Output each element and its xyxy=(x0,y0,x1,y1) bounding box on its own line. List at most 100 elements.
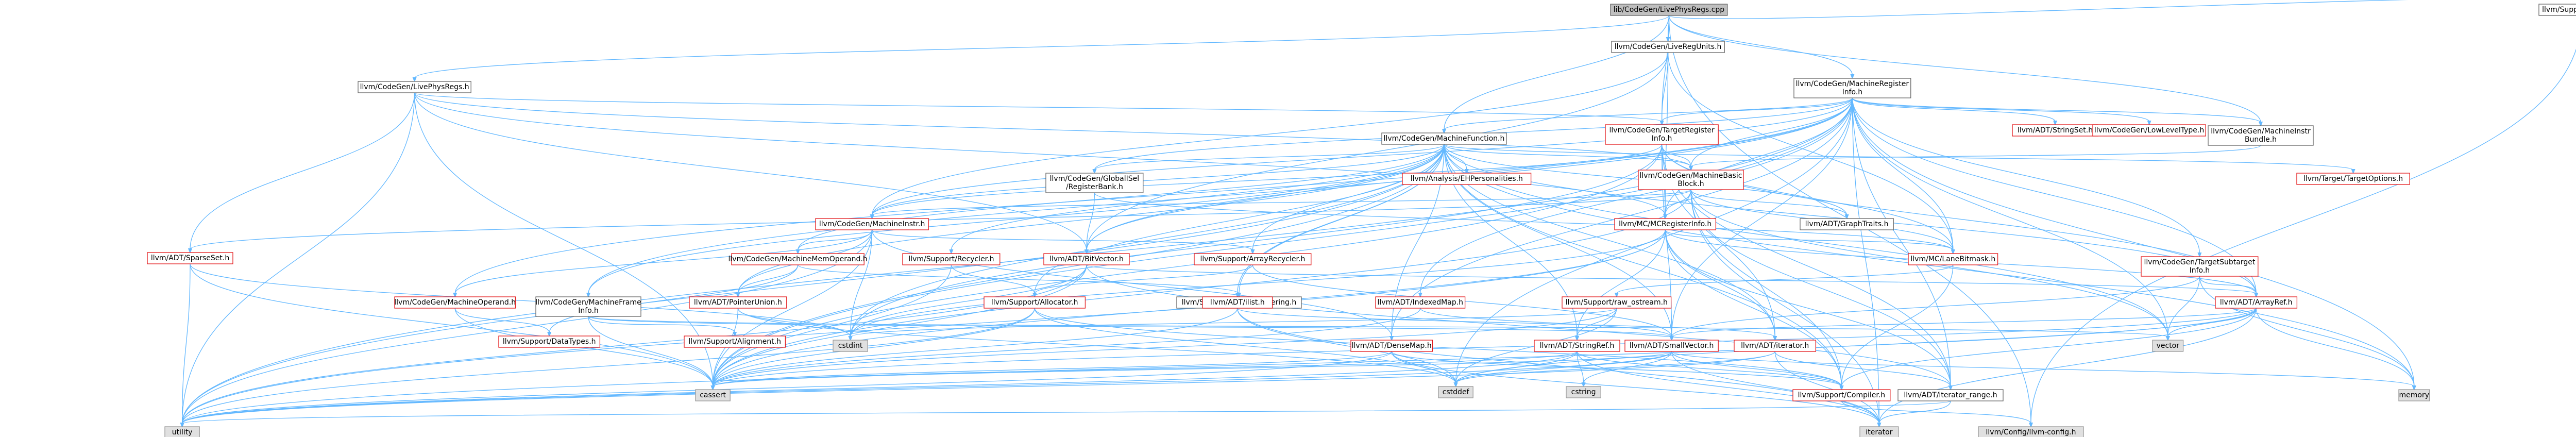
edge-stringref-h-to-utility xyxy=(180,351,1578,428)
edge-mri-h-to-densemap-h xyxy=(1389,97,1853,341)
edge-indexedmap-h-to-cassert xyxy=(710,308,1421,391)
edge-mf-h-to-mframe-h xyxy=(586,144,1445,298)
edge-itrange-h-to-iterator xyxy=(1877,400,1951,428)
node-iterator-h[interactable]: llvm/ADT/iterator.h xyxy=(1734,340,1817,352)
edge-mbb-h-to-sparseset-h xyxy=(188,189,1691,254)
edge-mbb-h-to-graphtraits-h xyxy=(1690,189,1849,220)
node-label: vector xyxy=(2157,342,2180,350)
edge-allocator-h-to-utility xyxy=(180,308,1035,428)
node-arrayref-h[interactable]: llvm/ADT/ArrayRef.h xyxy=(2215,296,2298,309)
edge-mo-h-to-datatypes-h xyxy=(454,308,552,337)
edge-debug-h-to-config-h xyxy=(2029,48,2576,428)
node-llt-h[interactable]: llvm/CodeGen/LowLevelType.h xyxy=(2092,124,2206,137)
edge-tri-h-to-itrange-h xyxy=(1661,144,1953,391)
node-box xyxy=(535,296,641,317)
node-sparseset-h[interactable]: llvm/ADT/SparseSet.h xyxy=(147,252,233,264)
edge-root-to-lpr-h xyxy=(412,15,1670,82)
edge-allocator-h-to-compiler-h xyxy=(1034,308,1844,391)
edge-mri-h-to-stringset-h xyxy=(1852,97,2057,126)
node-label: llvm/Support/raw_ostream.h xyxy=(1566,298,1668,307)
node-label: llvm/ADT/BitVector.h xyxy=(1049,255,1124,263)
edge-densemap-h-to-cstddef xyxy=(1391,351,1458,388)
node-lanebitmask-h[interactable]: llvm/MC/LaneBitmask.h xyxy=(1908,253,1998,265)
node-box xyxy=(1611,41,1725,53)
node-globalisel-h[interactable]: llvm/CodeGen/GlobalISel/RegisterBank.h xyxy=(1045,173,1144,193)
edge-lpr-h-to-bitvector-h xyxy=(414,92,1089,255)
edge-iterator-h-to-iterator xyxy=(1774,351,1882,428)
node-eh-h[interactable]: llvm/Analysis/EHPersonalities.h xyxy=(1402,173,1532,185)
node-compiler-h[interactable]: llvm/Support/Compiler.h xyxy=(1792,389,1891,401)
node-label: llvm/MC/MCRegisterInfo.h xyxy=(1619,220,1711,228)
node-cstddef: cstddef xyxy=(1438,386,1473,398)
edge-mbb-h-to-mi-h xyxy=(870,189,1691,220)
node-mmo-h[interactable]: llvm/CodeGen/MachineMemOperand.h xyxy=(728,253,868,265)
node-rawostream-h[interactable]: llvm/Support/raw_ostream.h xyxy=(1562,296,1672,309)
node-box xyxy=(1438,386,1473,398)
node-lru-h[interactable]: llvm/CodeGen/LiveRegUnits.h xyxy=(1611,41,1725,53)
edge-mri-h-to-arrayref-h xyxy=(1852,97,2259,298)
node-allocator-h[interactable]: llvm/Support/Allocator.h xyxy=(984,296,1086,309)
node-mcri-h[interactable]: llvm/MC/MCRegisterInfo.h xyxy=(1614,218,1717,230)
node-root: lib/CodeGen/LivePhysRegs.cpp xyxy=(1610,4,1728,16)
node-label: Info.h xyxy=(1652,135,1672,143)
edge-lpr-h-to-cassert xyxy=(414,92,715,391)
node-box xyxy=(1800,218,1894,230)
edge-densemap-h-to-utility xyxy=(180,351,1392,428)
edge-mri-h-to-tri-h xyxy=(1659,97,1853,126)
node-stringref-h[interactable]: llvm/ADT/StringRef.h xyxy=(1534,340,1620,352)
edge-iterator-h-to-itrange-h xyxy=(1774,351,1953,391)
node-label: utility xyxy=(172,428,193,436)
node-graphtraits-h[interactable]: llvm/ADT/GraphTraits.h xyxy=(1800,218,1894,230)
node-stringset-h[interactable]: llvm/ADT/StringSet.h xyxy=(2012,124,2098,137)
edge-mri-h-to-vector xyxy=(1852,97,2170,341)
edge-smallvector-h-to-iterator xyxy=(1671,351,1882,428)
edge-mf-h-to-memory xyxy=(1444,144,2416,391)
node-bitvector-h[interactable]: llvm/ADT/BitVector.h xyxy=(1043,253,1130,265)
node-label: Info.h xyxy=(578,307,599,315)
node-box xyxy=(1194,253,1312,265)
node-mo-h[interactable]: llvm/CodeGen/MachineOperand.h xyxy=(394,296,516,309)
edge-mframe-h-to-smallvector-h xyxy=(588,316,1674,341)
edge-lru-h-to-mi-h xyxy=(870,52,1669,220)
edge-smallvector-h-to-cstring xyxy=(1581,351,1672,388)
edge-lru-h-to-lanebitmask-h xyxy=(1667,52,1955,255)
node-label: Block.h xyxy=(1677,180,1704,188)
edge-mri-h-to-cstddef xyxy=(1453,97,1853,388)
edge-mf-h-to-allocator-h xyxy=(1032,144,1445,298)
node-debug-h[interactable]: llvm/Support/Debug.h xyxy=(2538,4,2576,16)
node-mi-h[interactable]: llvm/CodeGen/MachineInstr.h xyxy=(815,218,929,230)
edge-densemap-h-to-cassert xyxy=(710,351,1392,391)
node-ilist-h[interactable]: llvm/ADT/ilist.h xyxy=(1202,296,1273,309)
node-box xyxy=(164,426,200,437)
node-label: llvm/ADT/SmallVector.h xyxy=(1630,342,1714,350)
node-box xyxy=(1375,296,1466,309)
edge-tri-h-to-mi-h xyxy=(870,144,1663,220)
node-recycler-h[interactable]: llvm/Support/Recycler.h xyxy=(902,253,1001,265)
edge-lru-h-to-bitvector-h xyxy=(1084,52,1669,255)
node-itrange-h[interactable]: llvm/ADT/iterator_range.h xyxy=(1897,389,2004,401)
node-lpr-h[interactable]: llvm/CodeGen/LivePhysRegs.h xyxy=(358,81,471,93)
node-label: llvm/Support/ArrayRecycler.h xyxy=(1200,255,1305,263)
edge-compiler-h-to-config-h xyxy=(1841,400,2033,428)
node-smallvector-h[interactable]: llvm/ADT/SmallVector.h xyxy=(1624,340,1719,352)
edge-arrayref-h-to-cassert xyxy=(710,308,2257,391)
node-mf-h[interactable]: llvm/CodeGen/MachineFunction.h xyxy=(1381,132,1507,145)
edge-sparseset-h-to-utility xyxy=(180,263,191,428)
node-box xyxy=(498,335,601,348)
node-arrayrecycler-h[interactable]: llvm/Support/ArrayRecycler.h xyxy=(1194,253,1312,265)
node-ptrunion-h[interactable]: llvm/ADT/PointerUnion.h xyxy=(689,296,787,309)
node-alignment-h[interactable]: llvm/Support/Alignment.h xyxy=(684,335,786,348)
edge-smallvector-h-to-cstddef xyxy=(1453,351,1672,388)
edge-mframe-h-to-alignment-h xyxy=(588,316,737,337)
node-datatypes-h[interactable]: llvm/Support/DataTypes.h xyxy=(498,335,601,348)
node-targetopts-h[interactable]: llvm/Target/TargetOptions.h xyxy=(2296,173,2410,185)
node-indexedmap-h[interactable]: llvm/ADT/IndexedMap.h xyxy=(1375,296,1466,309)
node-densemap-h[interactable]: llvm/ADT/DenseMap.h xyxy=(1350,340,1433,352)
